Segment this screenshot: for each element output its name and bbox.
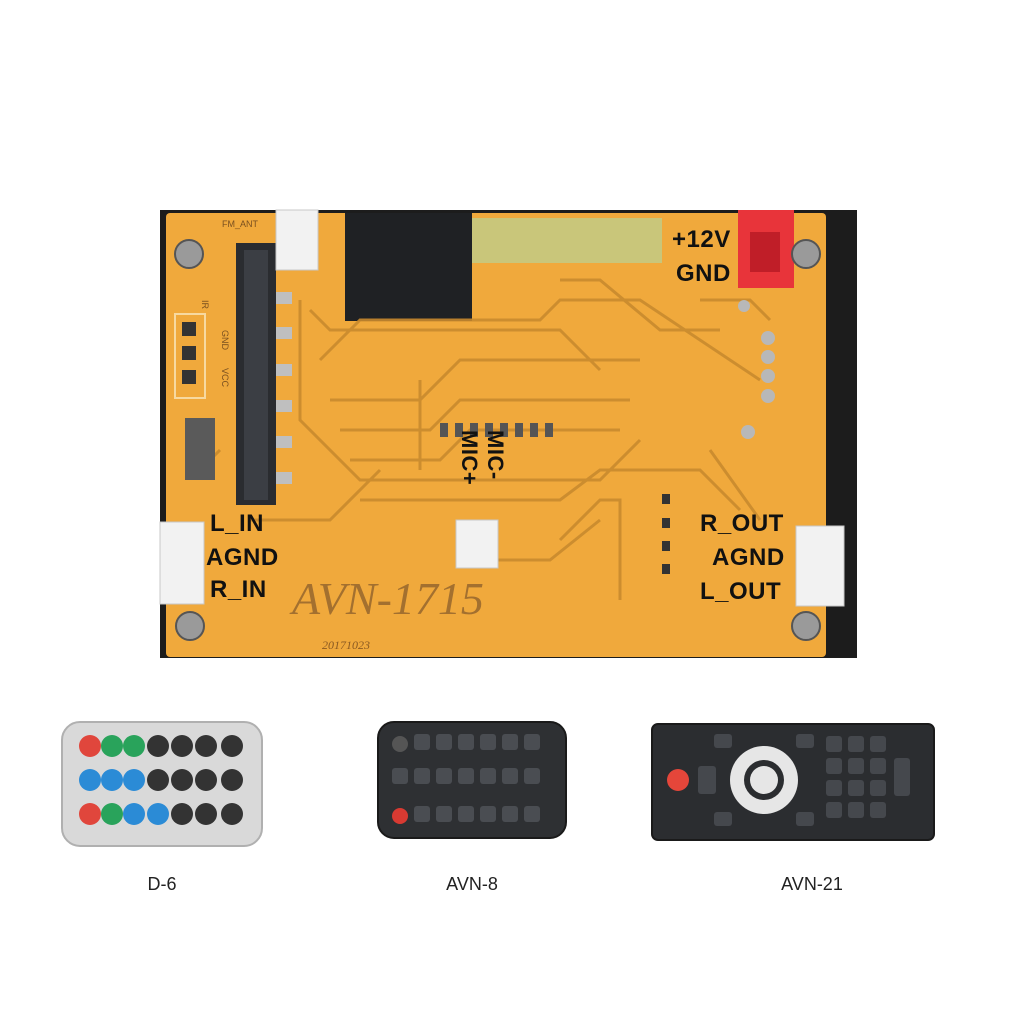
label-power-gnd: GND: [676, 260, 731, 287]
lcd-module: [345, 213, 472, 321]
right-header-pins: [738, 300, 775, 439]
remote-d6-buttons: [79, 735, 243, 825]
silk-ir: IR: [200, 300, 210, 309]
label-left-out: L_OUT: [700, 578, 782, 605]
label-right-in: R_IN: [210, 576, 267, 603]
label-left-in: L_IN: [210, 510, 265, 537]
silk-vcc: VCC: [220, 368, 230, 388]
remote-avn8: [377, 721, 567, 839]
silk-fm-ant: FM_ANT: [222, 219, 258, 229]
small-header: [185, 418, 215, 480]
power-button: [667, 769, 689, 791]
caption-d6: D-6: [147, 874, 177, 894]
label-right-agnd: AGND: [712, 544, 785, 571]
silk-gnd: GND: [220, 330, 230, 350]
smd-pads: [662, 494, 670, 574]
label-left-agnd: AGND: [206, 544, 279, 571]
mic-connector: [455, 519, 499, 569]
caption-avn21: AVN-21: [781, 874, 843, 894]
line-out-connector: [795, 525, 845, 607]
remote-avn8-buttons: [392, 734, 540, 824]
remote-avn21-keypad: [826, 736, 910, 818]
caption-avn8: AVN-8: [446, 874, 498, 894]
remote-d6: [61, 721, 263, 847]
label-mic-plus: MIC+: [457, 430, 482, 486]
board-model-marking: AVN-1715: [292, 573, 484, 624]
line-in-connector: [159, 521, 205, 605]
ribbon-pins: [276, 292, 292, 484]
chip-pads: [440, 423, 553, 437]
ir-header: [174, 313, 206, 399]
label-right-out: R_OUT: [700, 510, 784, 537]
board-date-code: 20171023: [322, 638, 370, 652]
display-window: [472, 218, 662, 263]
mounting-screws: [174, 239, 821, 641]
pcb-traces: [198, 278, 772, 600]
label-mic-minus: MIC-: [483, 430, 508, 480]
label-power-plus: +12V: [672, 226, 731, 253]
remote-avn21: [651, 723, 935, 841]
fm-antenna-connector: [275, 209, 319, 271]
